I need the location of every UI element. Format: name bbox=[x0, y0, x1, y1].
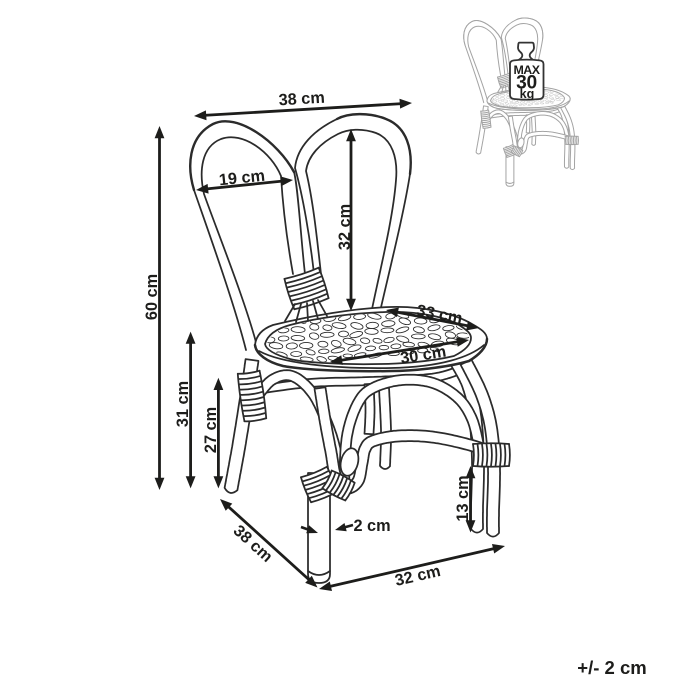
svg-text:31 cm: 31 cm bbox=[174, 381, 192, 427]
svg-text:30: 30 bbox=[516, 72, 537, 93]
svg-text:2 cm: 2 cm bbox=[353, 517, 390, 535]
svg-text:kg: kg bbox=[520, 87, 535, 101]
svg-text:MAX: MAX bbox=[513, 63, 540, 77]
svg-text:13 cm: 13 cm bbox=[454, 475, 472, 521]
svg-text:27 cm: 27 cm bbox=[202, 407, 220, 453]
svg-text:32 cm: 32 cm bbox=[336, 204, 354, 250]
svg-text:+/- 2 cm: +/- 2 cm bbox=[577, 657, 646, 678]
svg-text:19 cm: 19 cm bbox=[218, 167, 266, 190]
svg-text:60 cm: 60 cm bbox=[143, 274, 161, 320]
svg-text:38 cm: 38 cm bbox=[278, 89, 325, 110]
